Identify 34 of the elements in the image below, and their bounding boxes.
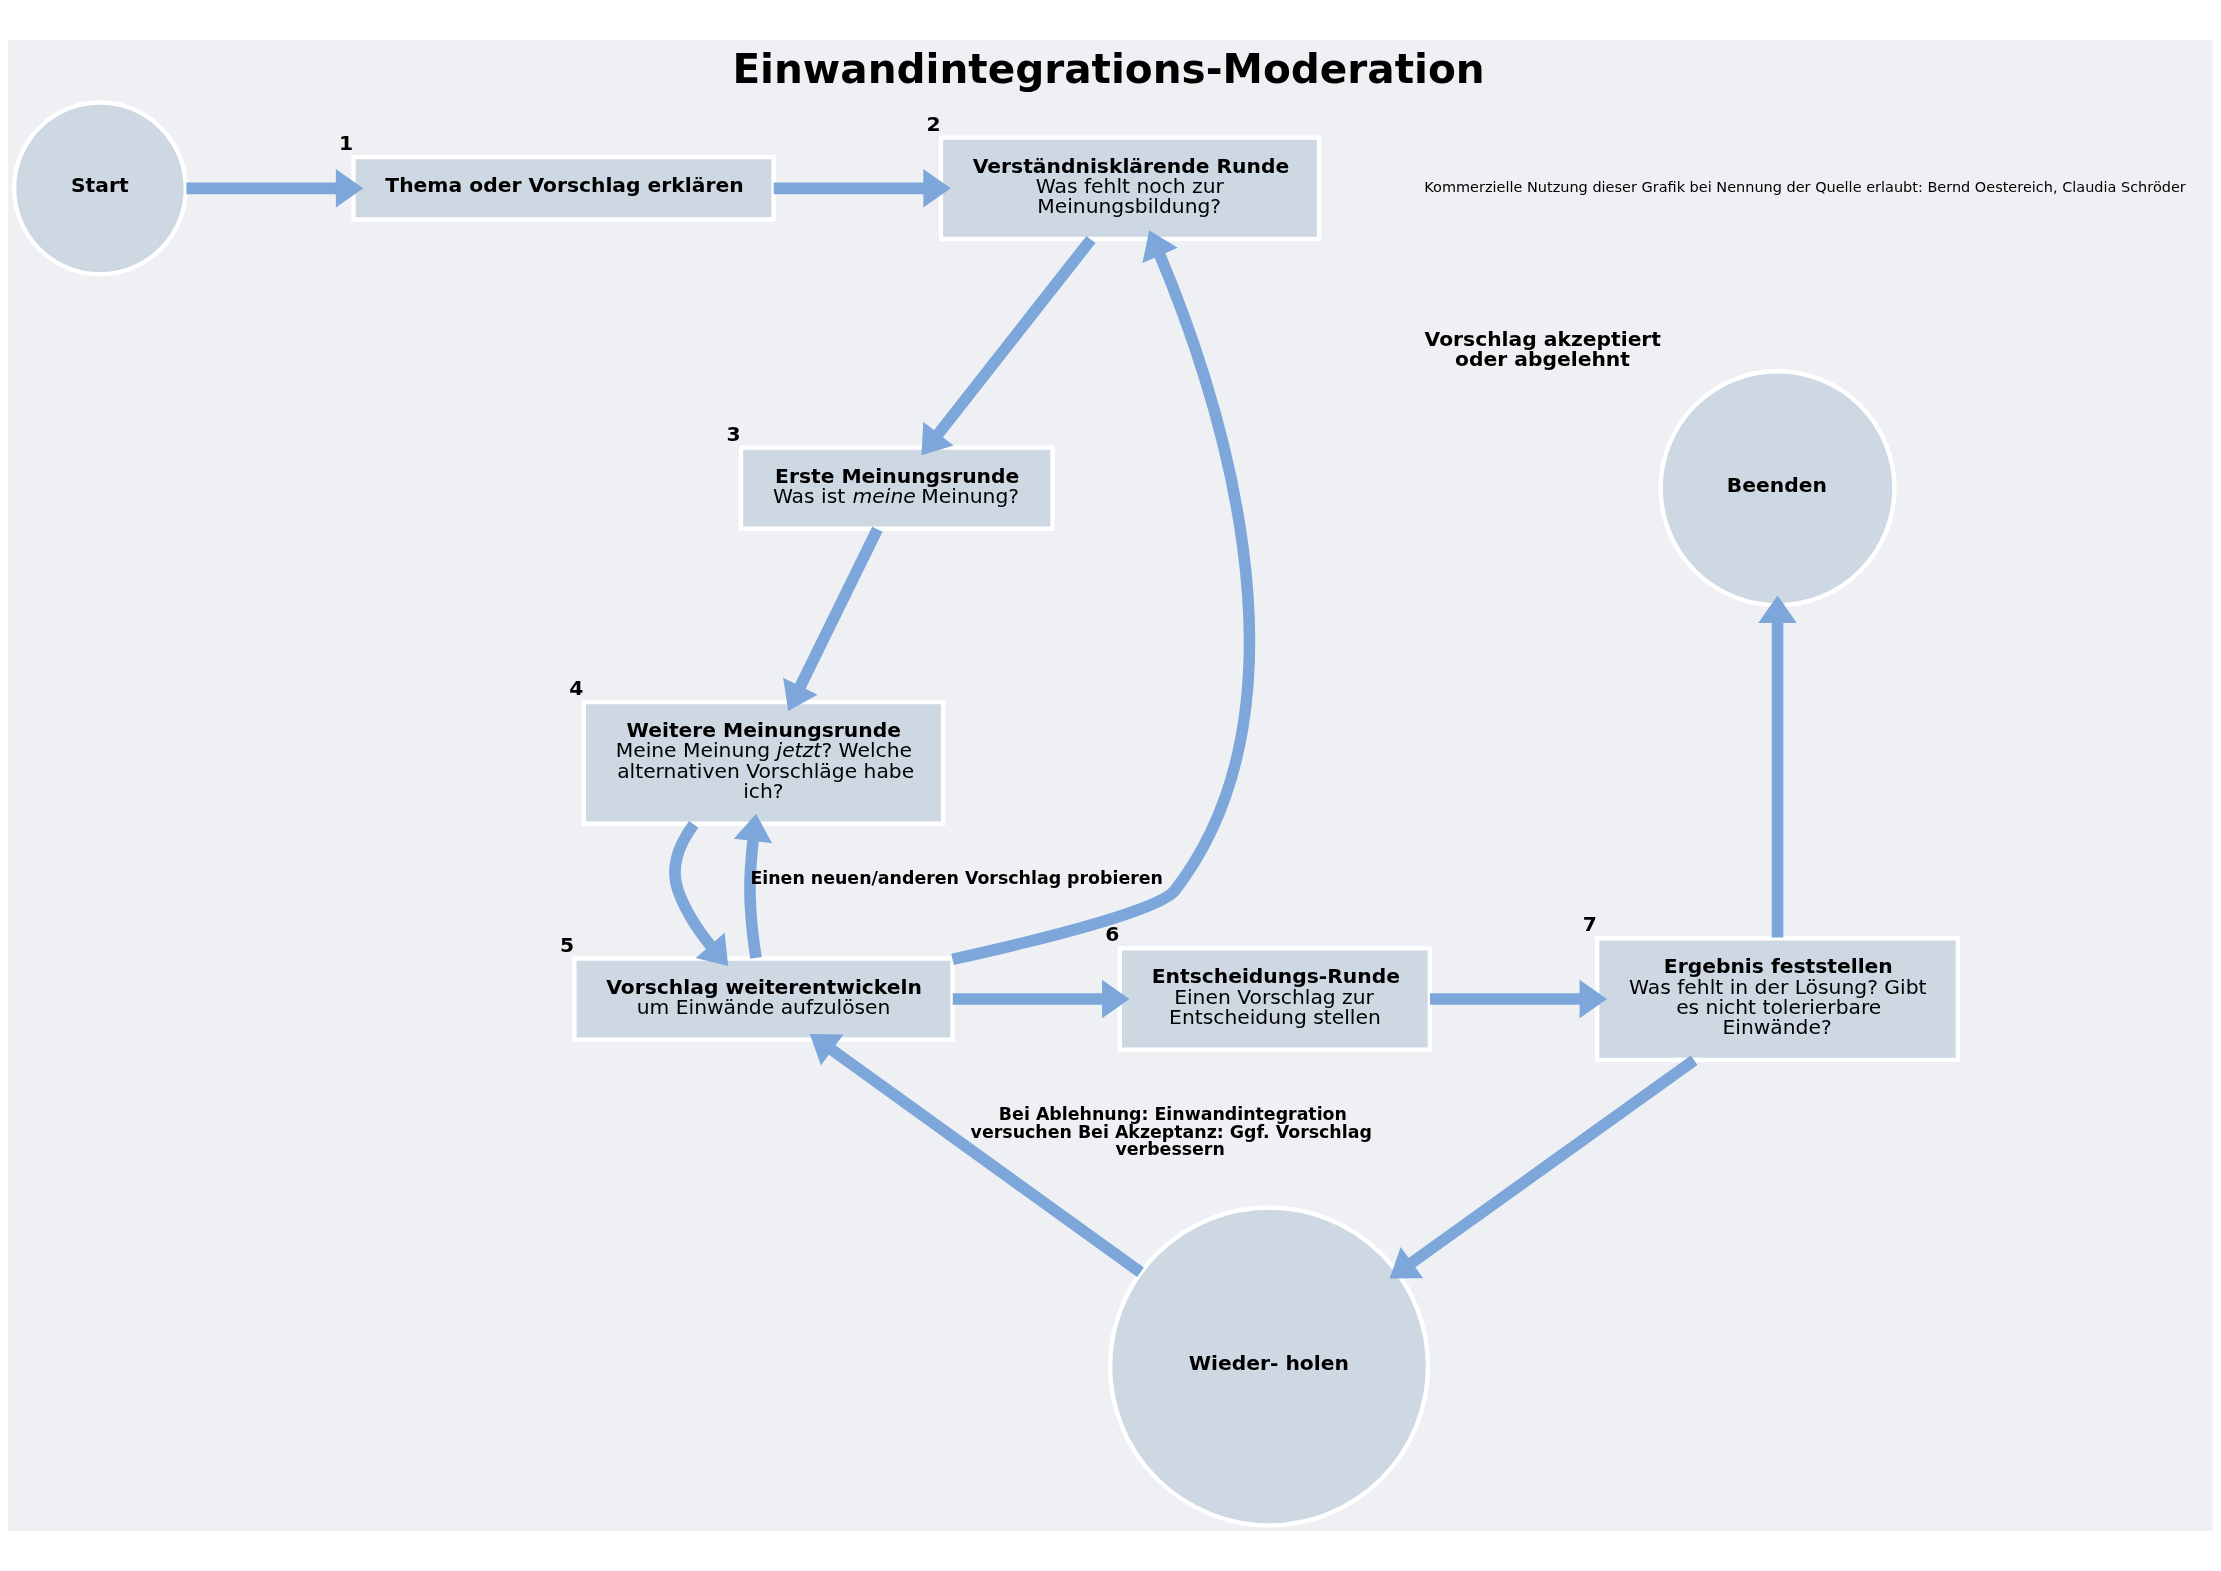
node-box: Entscheidungs-Runde Einen Vorschlag zur Entscheidung stellen — [1117, 946, 1433, 1052]
arrow — [951, 230, 1255, 965]
node-box: Erste Meinungsrunde Was ist meine Meinung? — [738, 445, 1055, 531]
arrow — [669, 821, 729, 966]
diagram-title: Einwandintegrations-Moderation — [732, 44, 1485, 93]
node-label: 6 — [1105, 922, 1120, 947]
arrow — [773, 169, 951, 208]
node-box: Ergebnis feststellen Was fehlt in der Lösung? Gibt es nicht tolerierbare Einwände? — [1595, 936, 1961, 1063]
node-box: Vorschlag weiterentwickeln um Einwände aufzulösen — [572, 956, 955, 1042]
node-label: 7 — [1582, 912, 1597, 937]
arrow — [186, 169, 364, 208]
arrow — [921, 235, 1096, 456]
node-label: 3 — [726, 421, 741, 446]
node-label: 1 — [339, 131, 354, 156]
node-box: Weitere Meinungsrunde Meine Meinung jetzt? Welche alternativen Vorschläge habe ich? — [581, 699, 946, 826]
arrow — [783, 526, 883, 711]
arrow — [1758, 595, 1797, 938]
arrow — [809, 1033, 1144, 1277]
node-box: Thema oder Vorschlag erklären — [351, 155, 776, 222]
node-circle: Wieder- holen — [1107, 1205, 1431, 1528]
node-circle: Start — [11, 100, 189, 277]
edge-label: Bei Ablehnung: Einwandintegration versuchen Bei Akzeptanz: Ggf. Vorschlag verbessern — [970, 1104, 1372, 1159]
node-label: 2 — [926, 111, 941, 136]
node-box: Verständnisklärende Runde Was fehlt noch zur Meinungsbildung? — [938, 135, 1322, 242]
arrow — [1389, 1055, 1698, 1279]
node-label: Vorschlag akzeptiert oder abgelehnt — [1424, 326, 1662, 371]
node-circle: Beenden — [1658, 369, 1897, 608]
label: Kommerzielle Nutzung dieser Grafik bei Nennung der Quelle erlaubt: Bernd Oestereich, Claudia Schröder — [1424, 178, 2186, 195]
edge-label: Einen neuen/anderen Vorschlag probieren — [750, 868, 1163, 889]
node-label: 5 — [559, 932, 575, 957]
arrow — [733, 813, 773, 959]
arrow — [1430, 979, 1608, 1019]
arrow — [952, 979, 1130, 1019]
node-label: 4 — [569, 676, 584, 701]
